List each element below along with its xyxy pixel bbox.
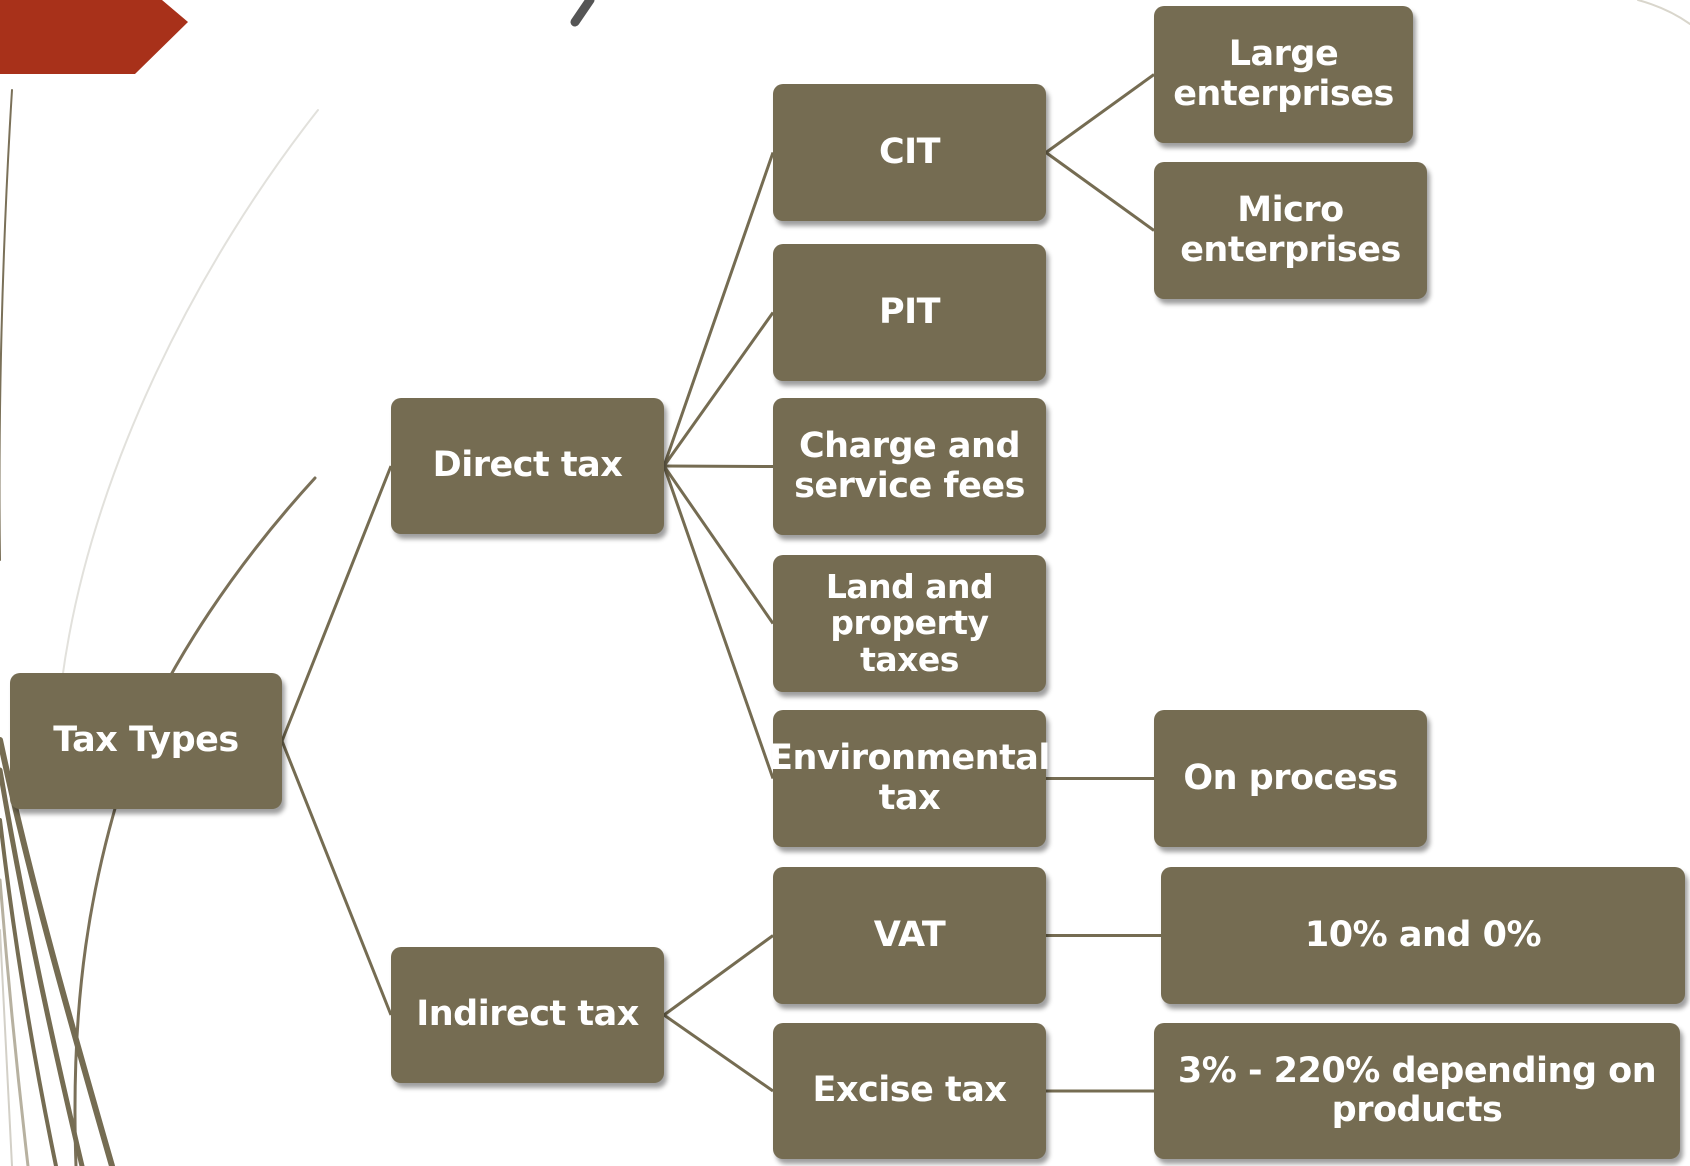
node-excise-tax: Excise tax	[773, 1023, 1046, 1159]
node-vat: VAT	[773, 867, 1046, 1004]
node-vat-rate-label: 10% and 0%	[1304, 914, 1542, 955]
connector-line	[663, 464, 774, 468]
node-micro-enterprises-label: Micro enterprises	[1180, 190, 1401, 270]
node-environmental-tax-label: Environmental tax	[769, 738, 1050, 818]
node-land-and-property-taxes-label: Land and property taxes	[825, 567, 994, 679]
deco-curve	[0, 767, 85, 1166]
connector-line	[1045, 73, 1155, 154]
node-cit-label: CIT	[878, 131, 941, 172]
node-pit: PIT	[773, 244, 1046, 381]
deco-curve	[1637, 0, 1690, 25]
node-excise-rate: 3% - 220% depending on products	[1154, 1023, 1680, 1159]
node-land-and-property-taxes: Land and property taxes	[773, 555, 1046, 692]
node-tax-types-label: Tax Types	[53, 720, 239, 761]
node-tax-types: Tax Types	[10, 673, 282, 809]
node-large-enterprises-label: Large enterprises	[1173, 34, 1394, 114]
node-large-enterprises: Large enterprises	[1154, 6, 1413, 143]
node-on-process-label: On process	[1183, 757, 1398, 798]
node-vat-label: VAT	[873, 914, 946, 955]
connector-line	[663, 934, 774, 1017]
node-vat-rate: 10% and 0%	[1161, 867, 1685, 1004]
deco-curve	[0, 878, 30, 1166]
node-direct-tax-label: Direct tax	[432, 445, 623, 486]
node-environmental-tax: Environmental tax	[769, 710, 1050, 847]
node-on-process: On process	[1154, 710, 1427, 847]
connector-line	[662, 465, 775, 779]
connector-line	[662, 152, 775, 467]
node-cit: CIT	[773, 84, 1046, 221]
deco-curve	[61, 109, 319, 681]
node-micro-enterprises: Micro enterprises	[1154, 162, 1427, 299]
node-indirect-tax-label: Indirect tax	[416, 994, 639, 1035]
node-direct-tax: Direct tax	[391, 398, 664, 534]
node-charge-and-service-fees-label: Charge and service fees	[794, 426, 1025, 506]
connector-line	[1045, 151, 1155, 232]
connector-line	[280, 465, 393, 742]
deco-curve	[0, 818, 58, 1166]
connector-line	[662, 311, 775, 467]
node-indirect-tax: Indirect tax	[391, 947, 664, 1083]
node-charge-and-service-fees: Charge and service fees	[773, 398, 1046, 535]
deco-curve	[0, 89, 13, 561]
connector-line	[280, 740, 393, 1016]
node-excise-rate-label: 3% - 220% depending on products	[1177, 1050, 1657, 1130]
node-pit-label: PIT	[878, 291, 941, 332]
connector-line	[662, 465, 775, 625]
deco-curve	[0, 929, 13, 1166]
node-excise-tax-label: Excise tax	[812, 1070, 1007, 1111]
deco-curve	[570, 0, 595, 27]
connector-line	[663, 1013, 774, 1093]
title-banner-shape	[0, 0, 188, 74]
